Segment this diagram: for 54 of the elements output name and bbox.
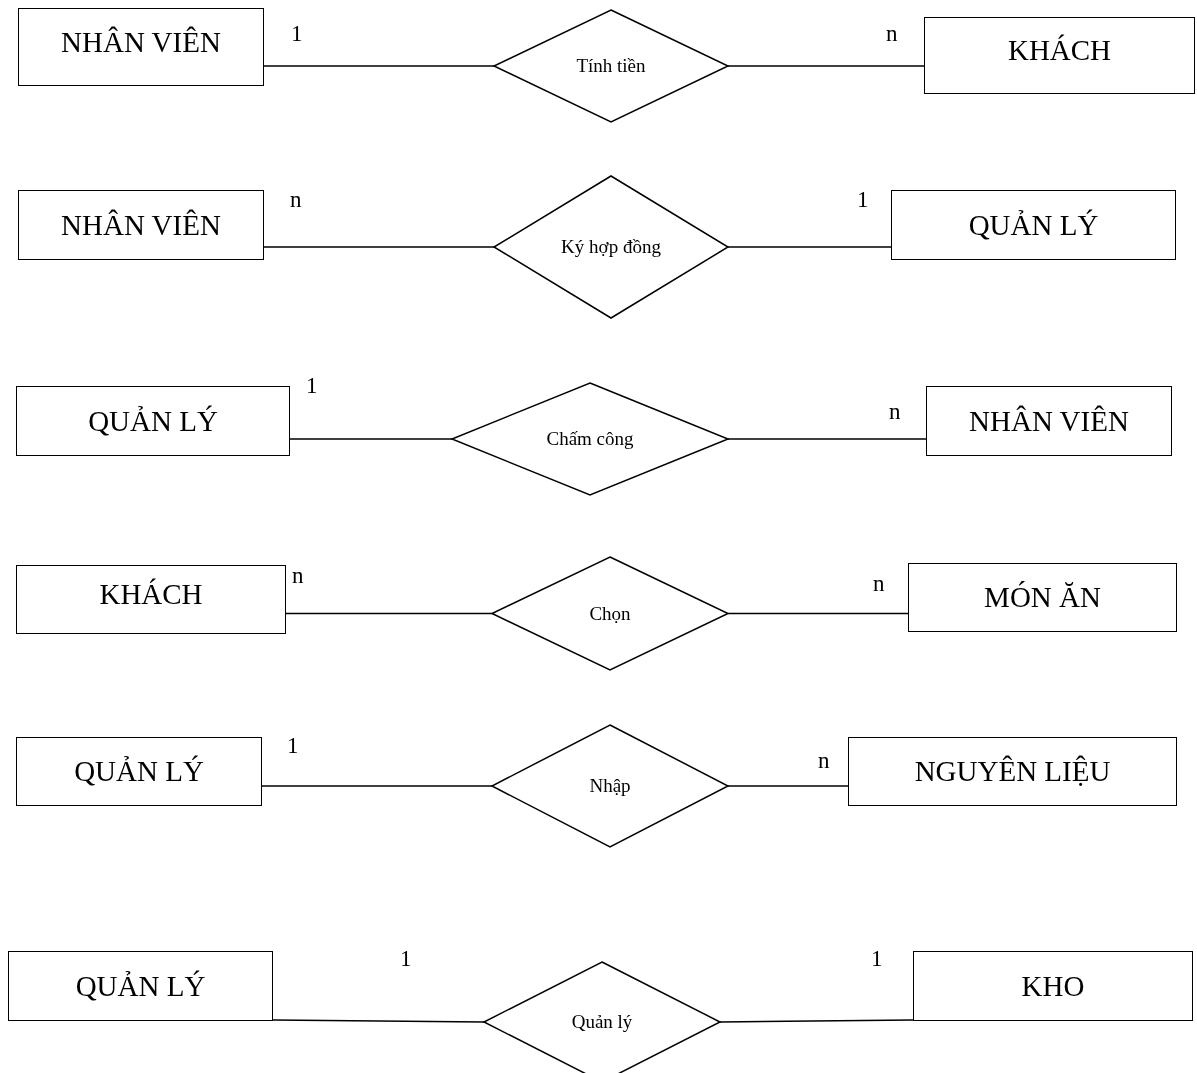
connector-line bbox=[289, 438, 453, 440]
entity-box bbox=[926, 386, 1172, 456]
entity-box bbox=[848, 737, 1177, 806]
relationship-name: Ký hợp đồng bbox=[561, 234, 661, 259]
entity-name: NGUYÊN LIỆU bbox=[914, 755, 1111, 788]
entity-name: MÓN ĂN bbox=[984, 581, 1101, 614]
connector-line bbox=[261, 785, 493, 787]
entity-box bbox=[913, 951, 1193, 1021]
cardinality-label: 1 bbox=[857, 188, 869, 211]
cardinality-label: n bbox=[886, 22, 898, 45]
connector-line bbox=[263, 246, 495, 248]
entity-box bbox=[908, 563, 1177, 632]
relationship-name: Chọn bbox=[588, 601, 632, 626]
entity-name: NHÂN VIÊN bbox=[969, 404, 1129, 438]
relationship-name: Tính tiền bbox=[575, 53, 647, 78]
entity-box bbox=[924, 17, 1195, 94]
entity-name: QUẢN LÝ bbox=[74, 755, 204, 788]
cardinality-label: 1 bbox=[287, 734, 299, 757]
entity-box bbox=[16, 386, 290, 456]
entity-name: NHÂN VIÊN bbox=[61, 208, 221, 242]
entity-name: KHO bbox=[1021, 969, 1085, 1003]
entity-box bbox=[18, 190, 264, 260]
connector-line bbox=[263, 65, 495, 67]
entity-box bbox=[16, 737, 262, 806]
cardinality-label: n bbox=[889, 400, 901, 423]
entity-box bbox=[8, 951, 273, 1021]
connector-line bbox=[727, 438, 927, 440]
relationship-name: Nhập bbox=[588, 773, 632, 798]
connector-line bbox=[272, 1019, 485, 1023]
entity-name: KHÁCH bbox=[1007, 34, 1112, 67]
connector-line bbox=[727, 785, 849, 787]
relationship-name: Chấm công bbox=[545, 426, 635, 451]
entity-box bbox=[18, 8, 264, 86]
entity-name: QUẢN LÝ bbox=[968, 208, 1099, 242]
entity-name: QUẢN LÝ bbox=[75, 969, 206, 1003]
entity-name: QUẢN LÝ bbox=[88, 404, 218, 438]
cardinality-label: n bbox=[873, 572, 885, 595]
connector-line bbox=[719, 1019, 914, 1023]
connector-line bbox=[727, 612, 909, 615]
entity-name: NHÂN VIÊN bbox=[61, 25, 221, 59]
cardinality-label: 1 bbox=[400, 947, 412, 970]
cardinality-label: n bbox=[290, 188, 302, 211]
connector-line bbox=[727, 65, 925, 67]
connector-line bbox=[727, 246, 892, 248]
cardinality-label: 1 bbox=[871, 947, 883, 970]
entity-box bbox=[891, 190, 1176, 260]
entity-name: KHÁCH bbox=[99, 578, 203, 611]
cardinality-label: n bbox=[818, 749, 830, 772]
entity-box bbox=[16, 565, 286, 634]
cardinality-label: 1 bbox=[291, 22, 303, 45]
cardinality-label: n bbox=[292, 564, 304, 587]
connector-line bbox=[285, 612, 493, 615]
relationship-name: Quản lý bbox=[570, 1009, 634, 1034]
cardinality-label: 1 bbox=[306, 374, 318, 397]
